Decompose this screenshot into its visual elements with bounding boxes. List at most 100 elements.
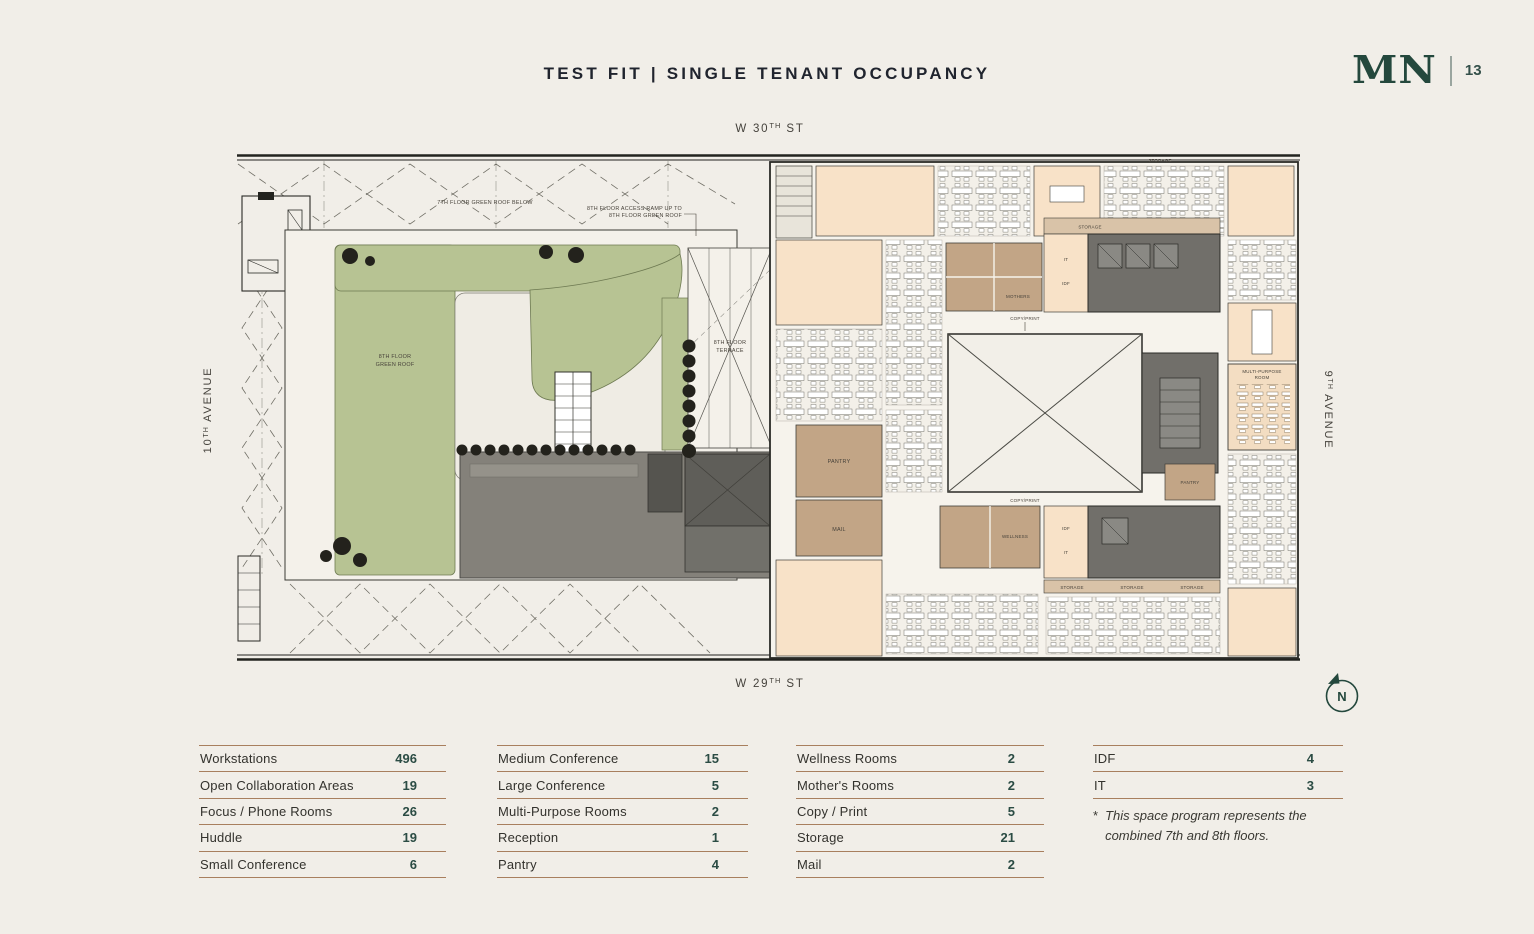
label-copyprint-lower: COPY/PRINT bbox=[1010, 498, 1040, 503]
stat-value: 4 bbox=[1306, 751, 1314, 767]
stat-label: Multi-Purpose Rooms bbox=[498, 803, 627, 819]
stat-value: 19 bbox=[402, 777, 417, 793]
label-terrace-1: 8TH FLOOR bbox=[714, 340, 747, 346]
trees bbox=[320, 245, 696, 567]
label-storage-low-1: STORAGE bbox=[1060, 585, 1083, 590]
label-it-upper: IT bbox=[1064, 257, 1068, 262]
avenue-text: AVENUE bbox=[202, 366, 214, 427]
label-green-roof-1: 8TH FLOOR bbox=[379, 354, 412, 360]
stat-value: 2 bbox=[1007, 777, 1015, 793]
table-row: Open Collaboration Areas 19 bbox=[199, 772, 446, 799]
table-row: Pantry 4 bbox=[497, 852, 748, 878]
table-row: Wellness Rooms 2 bbox=[796, 746, 1044, 773]
label-idf-lower: IDF bbox=[1062, 526, 1070, 531]
table-row: Storage 21 bbox=[796, 825, 1044, 852]
floor-plan: 7TH FLOOR GREEN ROOF BELOW 8TH FLOOR ACC… bbox=[230, 148, 1305, 668]
stat-value: 2 bbox=[1007, 856, 1015, 872]
table-row: Mother's Rooms 2 bbox=[796, 772, 1044, 799]
avenue-sup: TH bbox=[203, 426, 210, 438]
page-number: 13 bbox=[1464, 62, 1482, 79]
stat-value: 496 bbox=[395, 751, 417, 767]
stat-value: 2 bbox=[711, 803, 719, 819]
brand-logo-group: MN 13 bbox=[1352, 50, 1482, 91]
label-mail: MAIL bbox=[832, 527, 846, 533]
floor-plan-svg: 7TH FLOOR GREEN ROOF BELOW 8TH FLOOR ACC… bbox=[237, 154, 1300, 661]
stats-table-program-3: Wellness Rooms 2 Mother's Rooms 2 Copy / P… bbox=[796, 745, 1044, 878]
stat-label: Huddle bbox=[200, 830, 243, 846]
label-roof-below: 7TH FLOOR GREEN ROOF BELOW bbox=[437, 200, 533, 206]
label-copyprint-upper: COPY/PRINT bbox=[1010, 316, 1040, 321]
terrace-deck bbox=[459, 451, 797, 579]
footnote: * This space program represents the comb… bbox=[1093, 806, 1345, 845]
label-storage-low-2: STORAGE bbox=[1120, 585, 1143, 590]
label-storage-low-3: STORAGE bbox=[1180, 585, 1203, 590]
stat-label: IDF bbox=[1094, 751, 1116, 767]
stat-label: Open Collaboration Areas bbox=[200, 777, 354, 793]
label-wellness: WELLNESS bbox=[1002, 534, 1028, 539]
label-green-roof-2: GREEN ROOF bbox=[376, 362, 415, 368]
table-row: Multi-Purpose Rooms 2 bbox=[497, 799, 748, 826]
table-row: Huddle 19 bbox=[199, 825, 446, 852]
table-row: Large Conference 5 bbox=[497, 772, 748, 799]
footnote-marker: * bbox=[1093, 808, 1099, 823]
avenue-label-10th: 10TH AVENUE bbox=[202, 355, 214, 465]
avenue-label-9th: 9TH AVENUE bbox=[1322, 355, 1334, 465]
stat-value: 19 bbox=[402, 830, 417, 846]
terrace-hatch bbox=[687, 247, 773, 449]
label-storage-core-top: STORAGE bbox=[1078, 225, 1101, 230]
stat-label: Medium Conference bbox=[498, 751, 619, 767]
table-row: IDF 4 bbox=[1093, 746, 1343, 773]
stat-label: Storage bbox=[797, 830, 844, 846]
stat-value: 2 bbox=[1007, 751, 1015, 767]
street-label-w29: W 29TH ST bbox=[700, 676, 840, 690]
street-sup: TH bbox=[769, 676, 782, 685]
brand-logo: MN bbox=[1352, 47, 1437, 93]
label-mothers: MOTHERS bbox=[1006, 294, 1030, 299]
avenue-text: AVENUE bbox=[1322, 389, 1334, 450]
label-storage-top-1: STORAGE bbox=[1148, 158, 1171, 163]
stat-value: 21 bbox=[1000, 830, 1015, 846]
page-title: TEST FIT | SINGLE TENANT OCCUPANCY bbox=[543, 64, 991, 83]
north-arrow: N bbox=[1325, 673, 1359, 713]
footnote-text: This space program represents the combin… bbox=[1105, 808, 1307, 843]
ramp-leader-line bbox=[684, 213, 697, 236]
courtyard bbox=[947, 333, 1143, 493]
avenue-text: 10 bbox=[202, 437, 214, 454]
avenue-text: 9 bbox=[1322, 370, 1334, 379]
stat-value: 6 bbox=[409, 856, 417, 872]
stat-label: Reception bbox=[498, 830, 559, 846]
stat-label: Large Conference bbox=[498, 777, 606, 793]
stat-label: Wellness Rooms bbox=[797, 751, 898, 767]
green-roof-area: 7TH FLOOR GREEN ROOF BELOW 8TH FLOOR ACC… bbox=[284, 200, 797, 581]
street-edges bbox=[237, 154, 1300, 661]
street-text: ST bbox=[781, 678, 805, 690]
stat-label: Mother's Rooms bbox=[797, 777, 895, 793]
street-label-w30: W 30TH ST bbox=[700, 121, 840, 135]
label-it-lower: IT bbox=[1064, 550, 1068, 555]
table-row: Mail 2 bbox=[796, 852, 1044, 878]
street-sup: TH bbox=[769, 121, 782, 130]
stat-label: IT bbox=[1094, 777, 1106, 793]
office-area: STORAGE PANTRY MAIL MOTHERS COPY/PRINT S… bbox=[769, 158, 1299, 659]
north-pointer-icon bbox=[1328, 673, 1340, 684]
stat-label: Pantry bbox=[498, 856, 537, 872]
street-text: W 29 bbox=[735, 678, 770, 690]
stat-value: 4 bbox=[711, 856, 719, 872]
label-pantry-left: PANTRY bbox=[828, 459, 851, 465]
label-ramp-2: 8TH FLOOR GREEN ROOF bbox=[609, 213, 682, 219]
avenue-sup: TH bbox=[1326, 378, 1333, 390]
stat-label: Mail bbox=[797, 856, 822, 872]
label-terrace-2: TERRACE bbox=[716, 348, 744, 354]
stat-value: 5 bbox=[711, 777, 719, 793]
street-text: W 30 bbox=[735, 123, 770, 135]
label-multipurpose-2: ROOM bbox=[1255, 375, 1270, 380]
site-grid-lines bbox=[261, 161, 669, 578]
stat-value: 26 bbox=[402, 803, 417, 819]
